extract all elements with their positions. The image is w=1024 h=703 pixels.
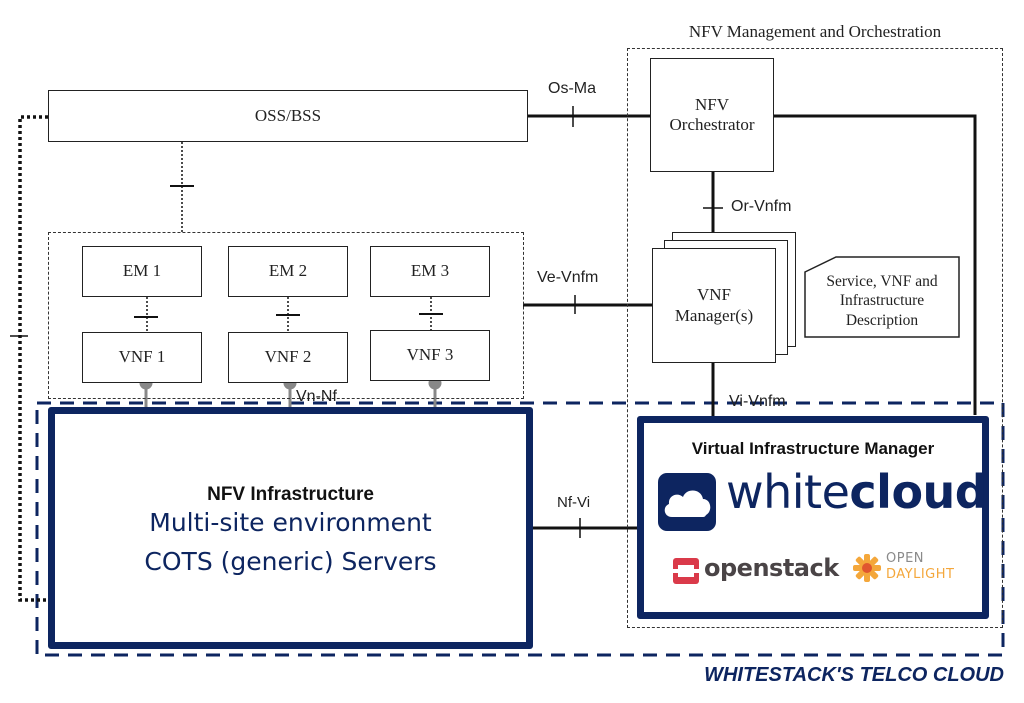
nfvi-line-1: Multi-site environment [149, 508, 432, 537]
mano-group [627, 48, 1003, 628]
oss-nfvi-dotted-link [18, 115, 48, 602]
whitecloud-wordmark-bold: cloud [849, 465, 988, 519]
cloud-icon [664, 490, 711, 517]
nfv-orchestrator[interactable]: NFV Orchestrator [650, 58, 774, 172]
mano-group-label: NFV Management and Orchestration [688, 22, 942, 41]
element-group [48, 232, 524, 399]
label-or-vnfm: Or-Vnfm [731, 198, 792, 215]
vim-title: Virtual Infrastructure Manager [691, 439, 935, 458]
label-os-ma: Os-Ma [548, 80, 596, 97]
virtual-infrastructure-manager[interactable]: Virtual Infrastructure Manager whiteclou… [637, 416, 989, 619]
em-2[interactable]: EM 2 [228, 246, 348, 297]
opendaylight-logo-icon [852, 553, 882, 583]
nfvi-title: NFV Infrastructure [207, 484, 374, 505]
whitecloud-wordmark-light: white [726, 465, 850, 519]
vnf-manager[interactable]: VNF Manager(s) [652, 248, 776, 363]
opendaylight-wordmark-top: OPEN [886, 551, 925, 566]
label-vn-nf: Vn-Nf [296, 388, 337, 405]
telco-cloud-boundary [35, 401, 1005, 657]
oss-bss[interactable]: OSS/BSS [48, 90, 528, 142]
openstack-wordmark: openstack [704, 554, 839, 582]
em-1[interactable]: EM 1 [82, 246, 202, 297]
infrastructure-description: Service, VNF and Infrastructure Descript… [826, 273, 938, 329]
whitecloud-logo-icon [658, 473, 716, 531]
nfvi-line-2: COTS (generic) Servers [144, 547, 437, 576]
nfv-infrastructure[interactable]: NFV Infrastructure Multi-site environmen… [48, 407, 533, 649]
openstack-logo-icon [672, 557, 700, 585]
whitecloud-wordmark: whitecloud [726, 469, 988, 515]
telco-cloud-label: WHITESTACK'S TELCO CLOUD [704, 664, 1004, 686]
vnf-2[interactable]: VNF 2 [228, 332, 348, 383]
label-nf-vi: Nf-Vi [557, 494, 591, 511]
em-3[interactable]: EM 3 [370, 246, 490, 297]
label-vi-vnfm: Vi-Vnfm [729, 393, 786, 410]
vnf-3[interactable]: VNF 3 [370, 330, 490, 381]
vnf-1[interactable]: VNF 1 [82, 332, 202, 383]
opendaylight-wordmark-bottom: DAYLIGHT [886, 567, 955, 582]
label-ve-vnfm: Ve-Vnfm [537, 269, 599, 286]
orch-vim-link [773, 114, 977, 415]
description-doc-shape [804, 256, 960, 338]
